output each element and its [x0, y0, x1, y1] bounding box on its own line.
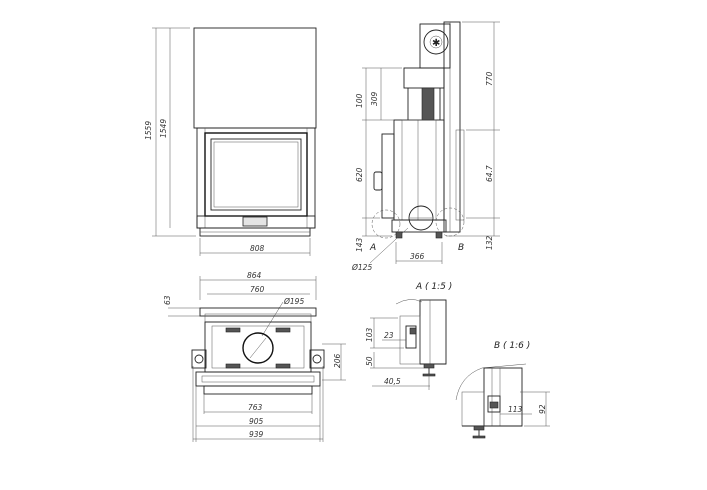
front-hood [193, 27, 317, 129]
dim-w939: 939 [249, 430, 264, 439]
plan-body [204, 321, 312, 373]
front-view: 1559 1549 808 [144, 27, 317, 256]
dim-flue-diameter: Ø125 [351, 263, 372, 272]
dim-upper: 309 [370, 91, 379, 106]
dim-right-top: 770 [485, 71, 494, 86]
detail-a-title: A ( 1:5 ) [415, 282, 452, 292]
plan-top-plate [199, 307, 317, 317]
dim-total-height: 1559 [144, 121, 153, 140]
dim-top: 100 [355, 93, 364, 108]
front-glass [210, 138, 302, 211]
callout-a: A [369, 243, 376, 253]
fan-circle [423, 29, 449, 55]
dim-middle: 620 [355, 167, 364, 182]
dim-offset: 63 [163, 295, 172, 305]
dim-a-40-5: 40,5 [384, 377, 401, 386]
front-air-control [242, 216, 268, 227]
detail-b-title: B ( 1:6 ) [494, 341, 530, 351]
detail-a-bracket [405, 325, 417, 349]
dim-body-height: 1549 [159, 119, 168, 138]
detail-b-bracket [487, 395, 501, 413]
dim-bottom: 143 [355, 237, 364, 252]
dim-a-103: 103 [365, 327, 374, 342]
dim-w905: 905 [249, 417, 264, 426]
dim-top-width: 864 [247, 271, 262, 280]
dim-b-92: 92 [538, 404, 547, 414]
dim-right-bottom: 132 [485, 235, 494, 250]
front-body [196, 127, 316, 229]
side-flue-damper [421, 87, 435, 121]
detail-b: B ( 1:6 ) 113 92 [455, 341, 550, 439]
dim-a-23: 23 [384, 331, 394, 340]
dim-right-mid: 64.7 [485, 165, 494, 182]
detail-a-circle [371, 209, 401, 239]
dim-plan-depth: 206 [333, 353, 342, 368]
fan-icon: ✱ [432, 38, 440, 49]
front-door-frame [204, 132, 308, 217]
dim-flue-plan: Ø195 [283, 297, 304, 306]
detail-a: A ( 1:5 ) 103 23 50 40,5 [365, 282, 452, 390]
plan-flue-circle [242, 332, 274, 364]
dim-inner-width: 760 [250, 285, 265, 294]
dim-depth: 366 [410, 252, 425, 261]
dim-w763: 763 [248, 403, 263, 412]
side-back-plate [443, 21, 461, 233]
side-door [381, 133, 395, 219]
plan-view: 864 760 Ø195 63 206 [163, 271, 346, 442]
side-view: ✱ 100 309 620 143 [351, 21, 500, 272]
dim-b-113: 113 [508, 405, 523, 414]
callout-b: B [458, 243, 464, 253]
side-flue-circle [408, 205, 434, 231]
dim-a-50: 50 [365, 356, 374, 366]
side-firebox [393, 119, 445, 221]
plan-right-hinge [309, 349, 325, 369]
plan-left-hinge [191, 349, 207, 369]
side-door-handle [373, 171, 383, 191]
dim-width: 808 [250, 244, 265, 253]
